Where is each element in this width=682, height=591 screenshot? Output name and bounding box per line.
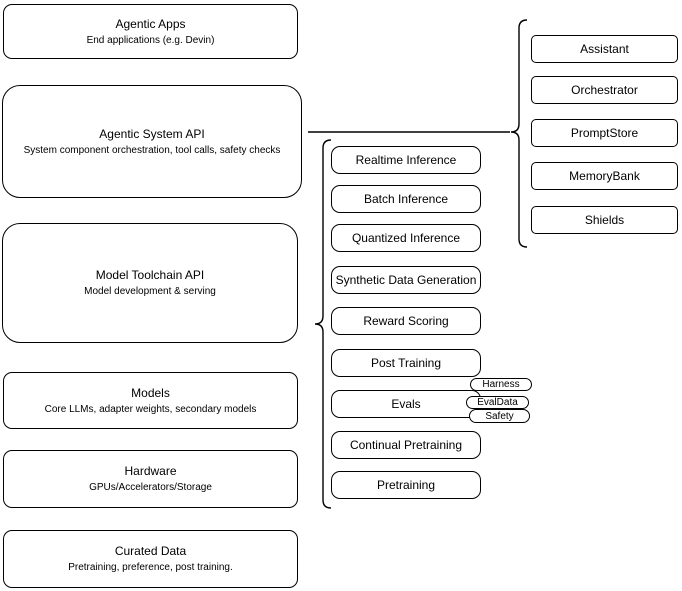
node-evals: Evals xyxy=(331,390,481,418)
node-pretraining: Pretraining xyxy=(331,471,481,499)
node-subtitle: Model development & serving xyxy=(84,286,216,297)
node-subtitle: GPUs/Accelerators/Storage xyxy=(89,482,212,493)
node-continual-pretraining: Continual Pretraining xyxy=(331,431,481,459)
node-title: Hardware xyxy=(124,464,177,478)
node-hardware: Hardware GPUs/Accelerators/Storage xyxy=(3,450,298,508)
node-orchestrator: Orchestrator xyxy=(531,76,678,104)
node-title: Agentic Apps xyxy=(115,16,186,31)
brace-toolchain-group xyxy=(314,139,332,509)
brace-components-group xyxy=(510,19,528,248)
node-subtitle: System component orchestration, tool cal… xyxy=(23,144,281,156)
node-model-toolchain-api: Model Toolchain API Model development & … xyxy=(2,223,298,343)
node-synthetic-data-generation: Synthetic Data Generation xyxy=(331,266,481,294)
node-subtitle: End applications (e.g. Devin) xyxy=(86,34,215,46)
node-title: Agentic System API xyxy=(99,126,205,141)
node-memorybank: MemoryBank xyxy=(531,162,678,190)
node-subtitle: Core LLMs, adapter weights, secondary mo… xyxy=(44,403,257,415)
node-quantized-inference: Quantized Inference xyxy=(331,224,481,252)
node-title: Models xyxy=(131,385,170,400)
pill-safety: Safety xyxy=(469,409,530,423)
node-models: Models Core LLMs, adapter weights, secon… xyxy=(3,372,298,429)
node-title: Model Toolchain API xyxy=(95,268,205,282)
node-shields: Shields xyxy=(531,206,678,234)
pill-harness: Harness xyxy=(470,378,532,391)
node-subtitle: Pretraining, preference, post training. xyxy=(68,562,233,573)
pill-evaldata: EvalData xyxy=(466,396,529,409)
node-reward-scoring: Reward Scoring xyxy=(331,307,481,335)
node-post-training: Post Training xyxy=(331,349,481,377)
node-realtime-inference: Realtime Inference xyxy=(331,146,481,174)
node-curated-data: Curated Data Pretraining, preference, po… xyxy=(3,530,298,588)
node-batch-inference: Batch Inference xyxy=(331,185,481,213)
node-agentic-system-api: Agentic System API System component orch… xyxy=(2,85,302,198)
node-agentic-apps: Agentic Apps End applications (e.g. Devi… xyxy=(3,4,298,59)
node-title: Curated Data xyxy=(114,544,187,558)
node-promptstore: PromptStore xyxy=(531,119,678,147)
node-assistant: Assistant xyxy=(531,35,678,63)
